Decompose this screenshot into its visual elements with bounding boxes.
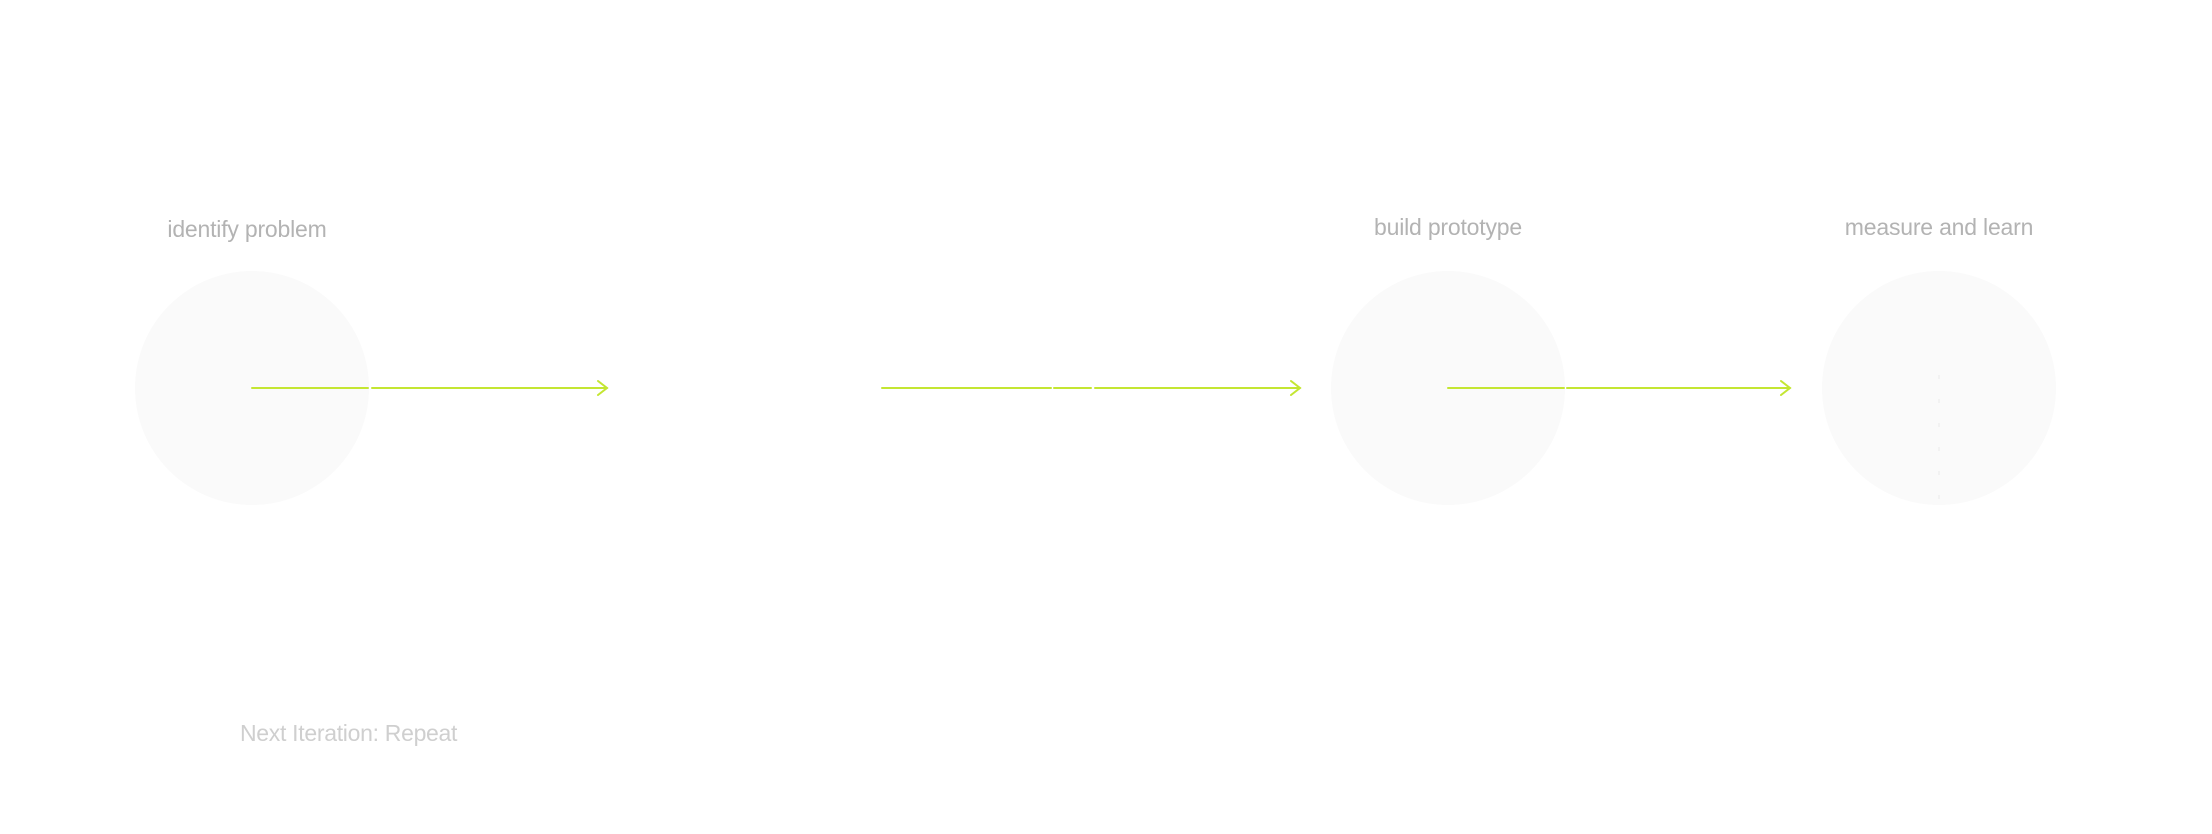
arrow-build-to-measure (1447, 380, 1792, 396)
next-iteration-note: Next Iteration: Repeat (240, 720, 458, 746)
arrow-to-build (881, 380, 1302, 396)
stage-label-identify: identify problem (167, 216, 327, 242)
stage-label-build: build prototype (1374, 214, 1522, 240)
arrow-identify-to-next (251, 380, 609, 396)
stage-circle-measure (1822, 271, 2056, 505)
stage-label-measure: measure and learn (1844, 214, 2034, 240)
